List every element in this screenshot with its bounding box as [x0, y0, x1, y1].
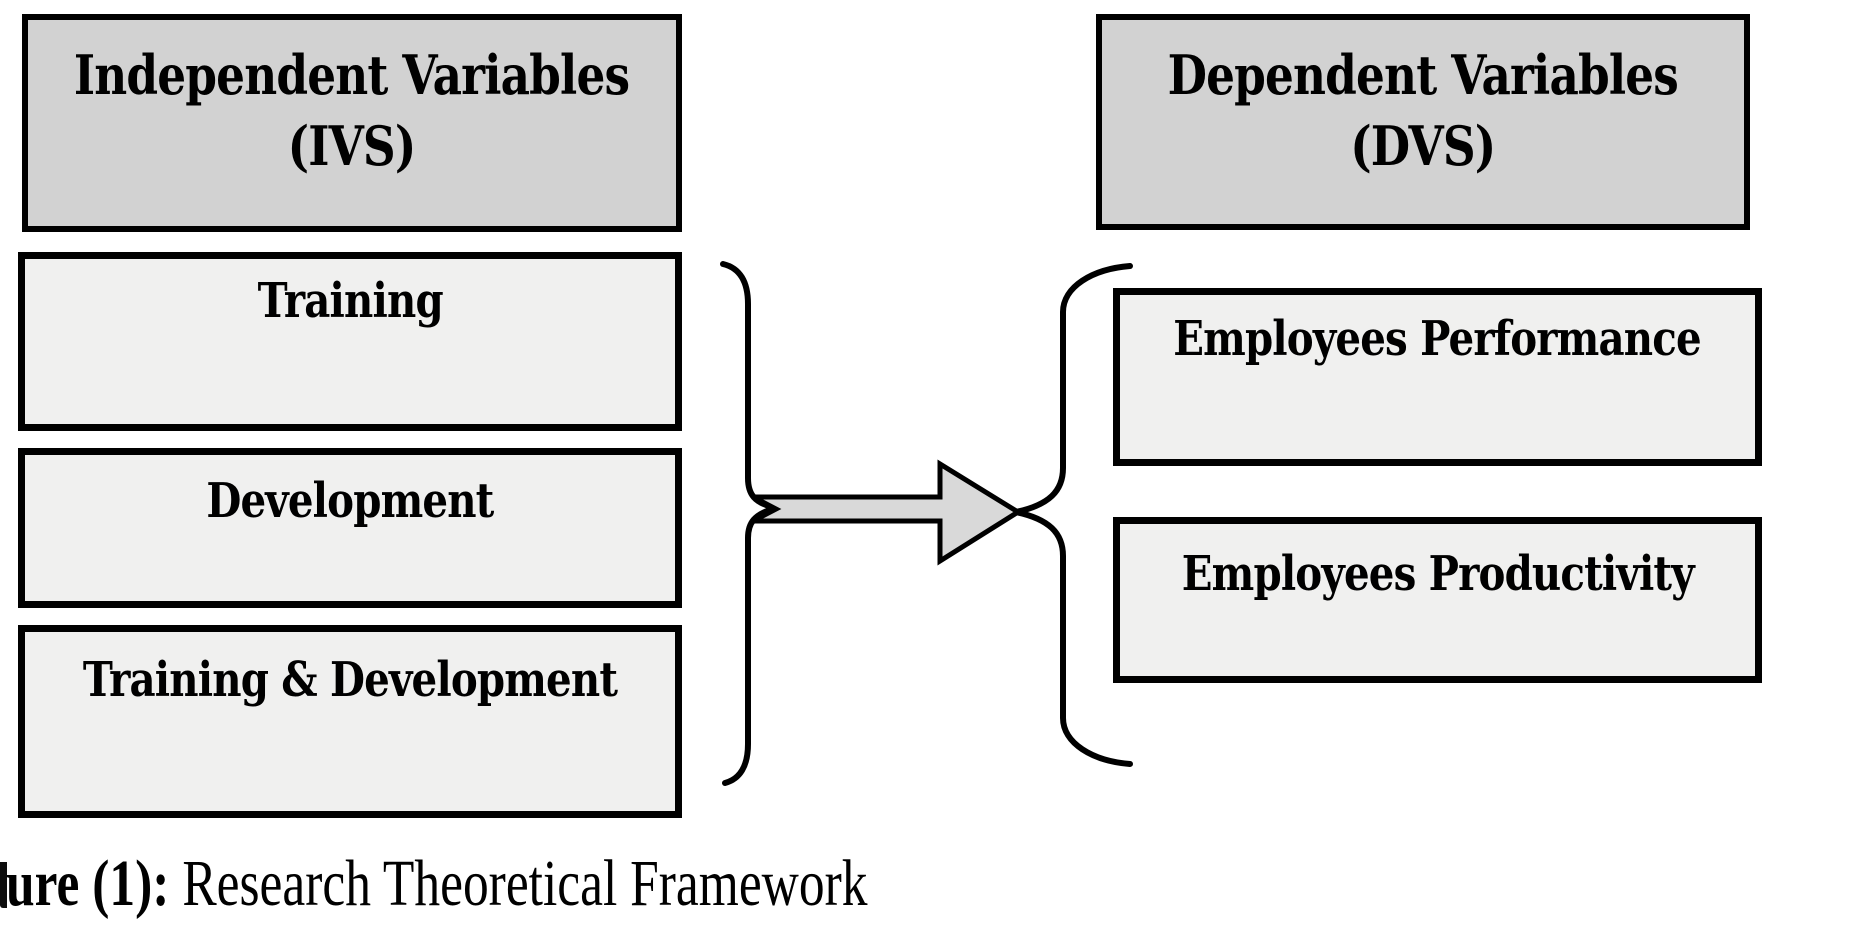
- independent-variables-header: Independent Variables (IVS): [22, 14, 682, 232]
- figure-caption-text: Research Theoretical Framework: [169, 847, 868, 920]
- figure-caption: ure (1): Research Theoretical Framework: [6, 846, 867, 922]
- dv-header-line1: Dependent Variables: [1167, 43, 1679, 107]
- cut-letter-fragment: [0, 862, 7, 908]
- right-arrow-icon: [751, 459, 1023, 566]
- dv-box-employees-productivity-label: Employees Productivity: [1181, 546, 1694, 602]
- iv-box-development-label: Development: [206, 473, 494, 529]
- iv-box-training-and-development: Training & Development: [18, 625, 682, 818]
- iv-box-training-and-development-label: Training & Development: [82, 652, 618, 708]
- dv-box-employees-performance-label: Employees Performance: [1173, 311, 1702, 367]
- dependent-variables-header: Dependent Variables (DVS): [1096, 14, 1750, 230]
- iv-box-training: Training: [18, 252, 682, 431]
- dv-header-line2: (DVS): [1350, 114, 1496, 179]
- dv-header-label: Dependent Variables (DVS): [1167, 40, 1679, 183]
- iv-header-line1: Independent Variables: [74, 43, 630, 107]
- figure-caption-number: ure (1):: [6, 847, 170, 920]
- iv-box-training-label: Training: [257, 273, 443, 329]
- iv-header-label: Independent Variables (IVS): [74, 40, 630, 183]
- dv-box-employees-performance: Employees Performance: [1113, 288, 1762, 466]
- dv-box-employees-productivity: Employees Productivity: [1113, 517, 1762, 683]
- right-curly-brace-icon: [720, 261, 777, 786]
- iv-header-line2: (IVS): [288, 114, 417, 179]
- iv-box-development: Development: [18, 448, 682, 608]
